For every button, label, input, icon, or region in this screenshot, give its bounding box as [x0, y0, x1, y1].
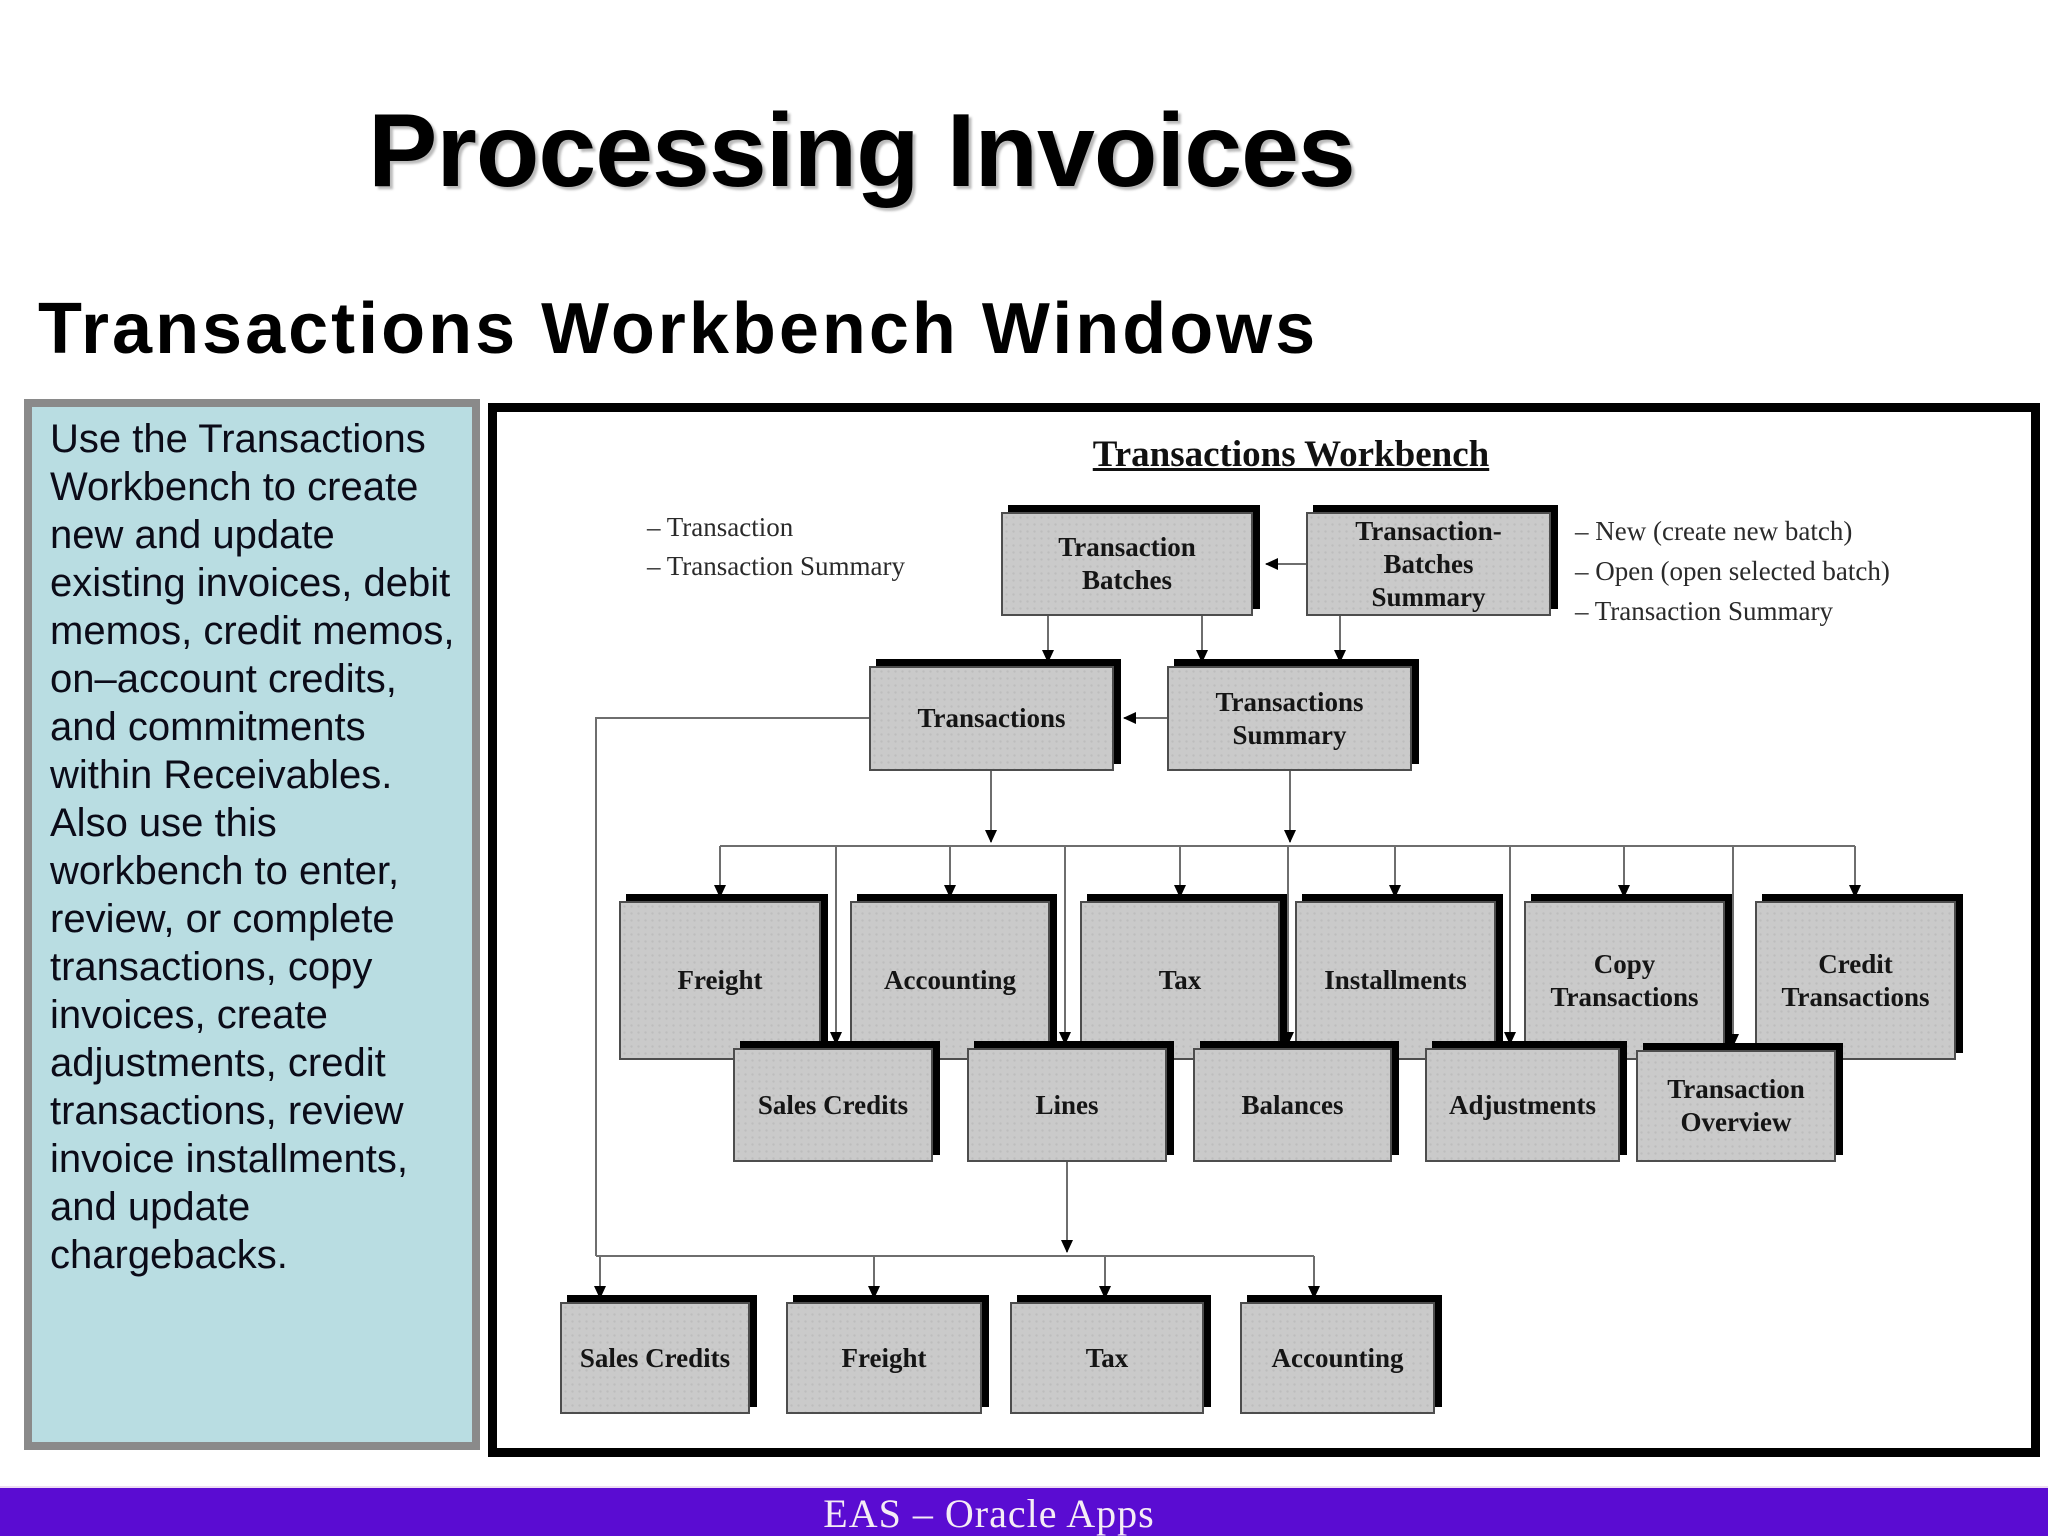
diagram-title: Transactions Workbench [1092, 434, 1490, 475]
box-adjustments: Adjustments [1425, 1048, 1620, 1162]
footer-bar: EAS – Oracle Apps [0, 1486, 2048, 1536]
box-bottom-sales-credits: Sales Credits [560, 1302, 750, 1414]
section-title: Transactions Workbench Windows [38, 289, 1319, 369]
box-bottom-tax: Tax [1010, 1302, 1204, 1414]
box-transactions: Transactions [869, 666, 1114, 771]
legend-right: – New (create new batch) – Open (open se… [1575, 516, 1890, 626]
footer-text: EAS – Oracle Apps [823, 1490, 1155, 1536]
box-transaction-overview: Transaction Overview [1636, 1050, 1836, 1162]
box-tax: Tax [1080, 901, 1280, 1060]
box-balances: Balances [1193, 1048, 1392, 1162]
legend-left: – Transaction – Transaction Summary [647, 512, 906, 581]
page-title: Processing Invoices [368, 93, 1356, 209]
box-bottom-accounting: Accounting [1240, 1302, 1435, 1414]
box-lines: Lines [967, 1048, 1167, 1162]
box-transactions-summary: Transactions Summary [1167, 666, 1412, 771]
box-transaction-batches-summary: Transaction- Batches Summary [1306, 512, 1551, 616]
box-bottom-freight: Freight [786, 1302, 982, 1414]
box-accounting: Accounting [850, 901, 1050, 1060]
sidebar-note-box: Use the Transactions Workbench to create… [24, 399, 480, 1450]
box-installments: Installments [1295, 901, 1496, 1060]
box-credit-transactions: Credit Transactions [1755, 901, 1956, 1060]
box-copy-transactions: Copy Transactions [1524, 901, 1725, 1060]
box-sales-credits: Sales Credits [733, 1048, 933, 1162]
box-transaction-batches: Transaction Batches [1001, 512, 1253, 616]
box-freight: Freight [619, 901, 821, 1060]
sidebar-note-text: Use the Transactions Workbench to create… [50, 417, 455, 1277]
